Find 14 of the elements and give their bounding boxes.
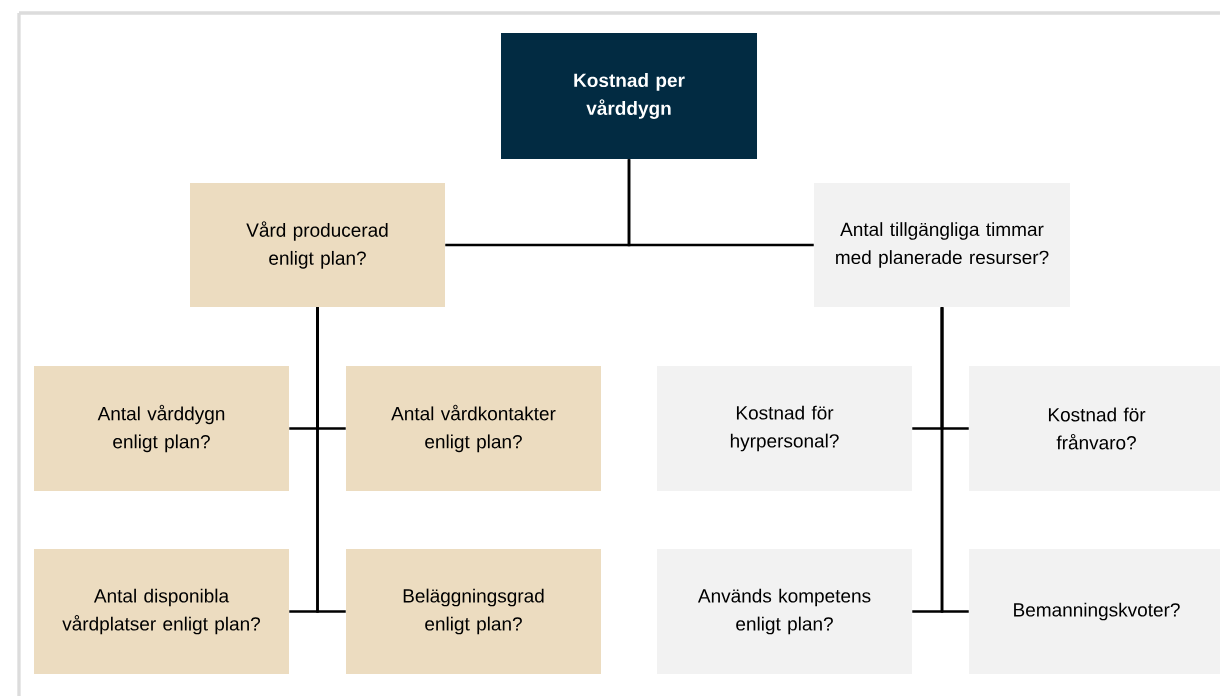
question-box: Kostnad för frånvaro? xyxy=(969,366,1220,491)
root-box: Kostnad per vårddygn xyxy=(501,33,757,159)
question-box: Används kompetens enligt plan? xyxy=(657,549,912,674)
question-box: Antal vårdkontakter enligt plan? xyxy=(346,366,601,491)
connector-line xyxy=(627,159,814,247)
question-box: Antal disponibla vårdplatser enligt plan? xyxy=(34,549,289,674)
category-box: Vård producerad enligt plan? xyxy=(190,183,445,307)
connector-line xyxy=(940,307,969,613)
question-box: Kostnad för hyrpersonal? xyxy=(657,366,912,491)
category-box: Antal tillgängliga timmar med planerade resurser? xyxy=(814,183,1070,307)
question-box: Antal vårddygn enligt plan? xyxy=(34,366,289,491)
question-box: Beläggningsgrad enligt plan? xyxy=(346,549,601,674)
connector-line xyxy=(316,307,346,613)
question-box: Bemanningskvoter? xyxy=(969,549,1220,674)
